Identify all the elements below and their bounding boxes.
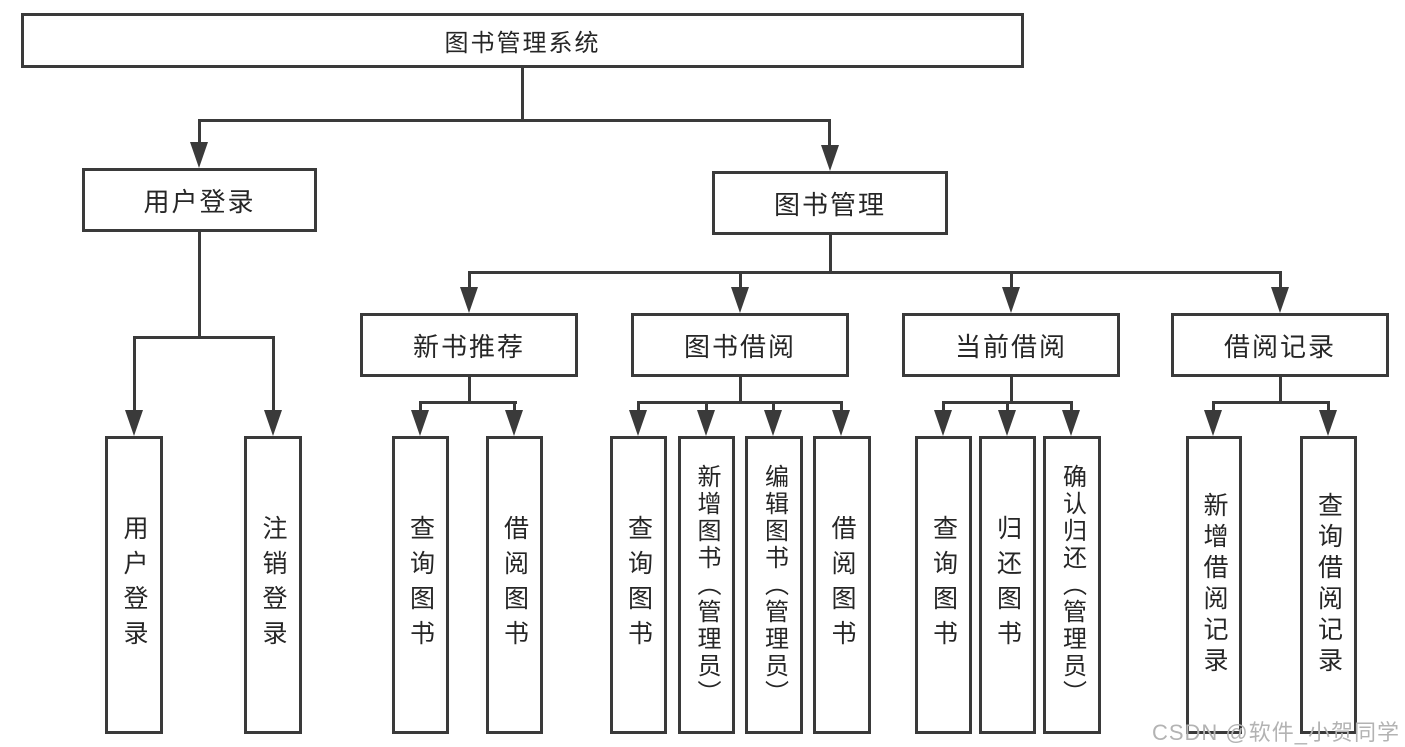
arrow-down-icon [1062, 410, 1080, 436]
connector-line [829, 235, 832, 273]
connector-line [739, 377, 742, 403]
connector-line [272, 336, 275, 412]
connector-line [739, 271, 742, 289]
node-book-borrow: 图书借阅 [631, 313, 849, 377]
arrow-down-icon [731, 287, 749, 313]
connector-line [1010, 271, 1013, 289]
leaf-query-books-borrow: 查询图书 [610, 436, 667, 734]
arrow-down-icon [832, 410, 850, 436]
connector-line [133, 336, 275, 339]
arrow-down-icon [1204, 410, 1222, 436]
arrow-down-icon [460, 287, 478, 313]
connector-line [133, 336, 136, 412]
connector-line [468, 271, 1282, 274]
node-book-management: 图书管理 [712, 171, 948, 235]
connector-line [1010, 377, 1013, 403]
connector-line [1070, 401, 1073, 412]
connector-line [637, 401, 640, 412]
connector-line [198, 119, 831, 122]
leaf-borrow-books-recommend: 借阅图书 [486, 436, 543, 734]
connector-line [828, 119, 831, 147]
leaf-confirm-return-admin: 确认归还（管理员） [1043, 436, 1101, 734]
leaf-borrow-books: 借阅图书 [813, 436, 871, 734]
connector-line [942, 401, 945, 412]
connector-line [419, 401, 422, 412]
node-root-library-system: 图书管理系统 [21, 13, 1024, 68]
connector-line [637, 401, 843, 404]
leaf-add-books-admin: 新增图书（管理员） [678, 436, 735, 734]
arrow-down-icon [264, 410, 282, 436]
connector-line [1279, 377, 1282, 403]
connector-line [1327, 401, 1330, 412]
arrow-down-icon [998, 410, 1016, 436]
arrow-down-icon [1271, 287, 1289, 313]
arrow-down-icon [1002, 287, 1020, 313]
node-current-borrow: 当前借阅 [902, 313, 1120, 377]
connector-line [705, 401, 708, 412]
connector-line [521, 68, 524, 120]
leaf-user-login: 用户登录 [105, 436, 163, 734]
arrow-down-icon [190, 142, 208, 168]
connector-line [772, 401, 775, 412]
connector-line [198, 119, 201, 144]
arrow-down-icon [764, 410, 782, 436]
connector-line [468, 377, 471, 403]
leaf-add-borrow-record: 新增借阅记录 [1186, 436, 1242, 734]
arrow-down-icon [934, 410, 952, 436]
arrow-down-icon [629, 410, 647, 436]
node-new-book-recommend: 新书推荐 [360, 313, 578, 377]
node-user-login: 用户登录 [82, 168, 317, 232]
leaf-edit-books-admin: 编辑图书（管理员） [745, 436, 803, 734]
leaf-logout: 注销登录 [244, 436, 302, 734]
connector-line [513, 401, 516, 412]
connector-line [1212, 401, 1215, 412]
connector-line [198, 232, 201, 338]
arrow-down-icon [821, 145, 839, 171]
node-borrow-records: 借阅记录 [1171, 313, 1389, 377]
connector-line [1212, 401, 1330, 404]
leaf-return-books: 归还图书 [979, 436, 1036, 734]
arrow-down-icon [411, 410, 429, 436]
leaf-query-books-recommend: 查询图书 [392, 436, 449, 734]
leaf-query-books-current: 查询图书 [915, 436, 972, 734]
csdn-watermark: CSDN @软件_小贺同学 [1151, 720, 1400, 745]
arrow-down-icon [125, 410, 143, 436]
arrow-down-icon [1319, 410, 1337, 436]
leaf-query-borrow-record: 查询借阅记录 [1300, 436, 1357, 734]
connector-line [1279, 271, 1282, 289]
connector-line [468, 271, 471, 289]
arrow-down-icon [697, 410, 715, 436]
connector-line [840, 401, 843, 412]
connector-line [419, 401, 517, 404]
connector-line [1006, 401, 1009, 412]
arrow-down-icon [505, 410, 523, 436]
